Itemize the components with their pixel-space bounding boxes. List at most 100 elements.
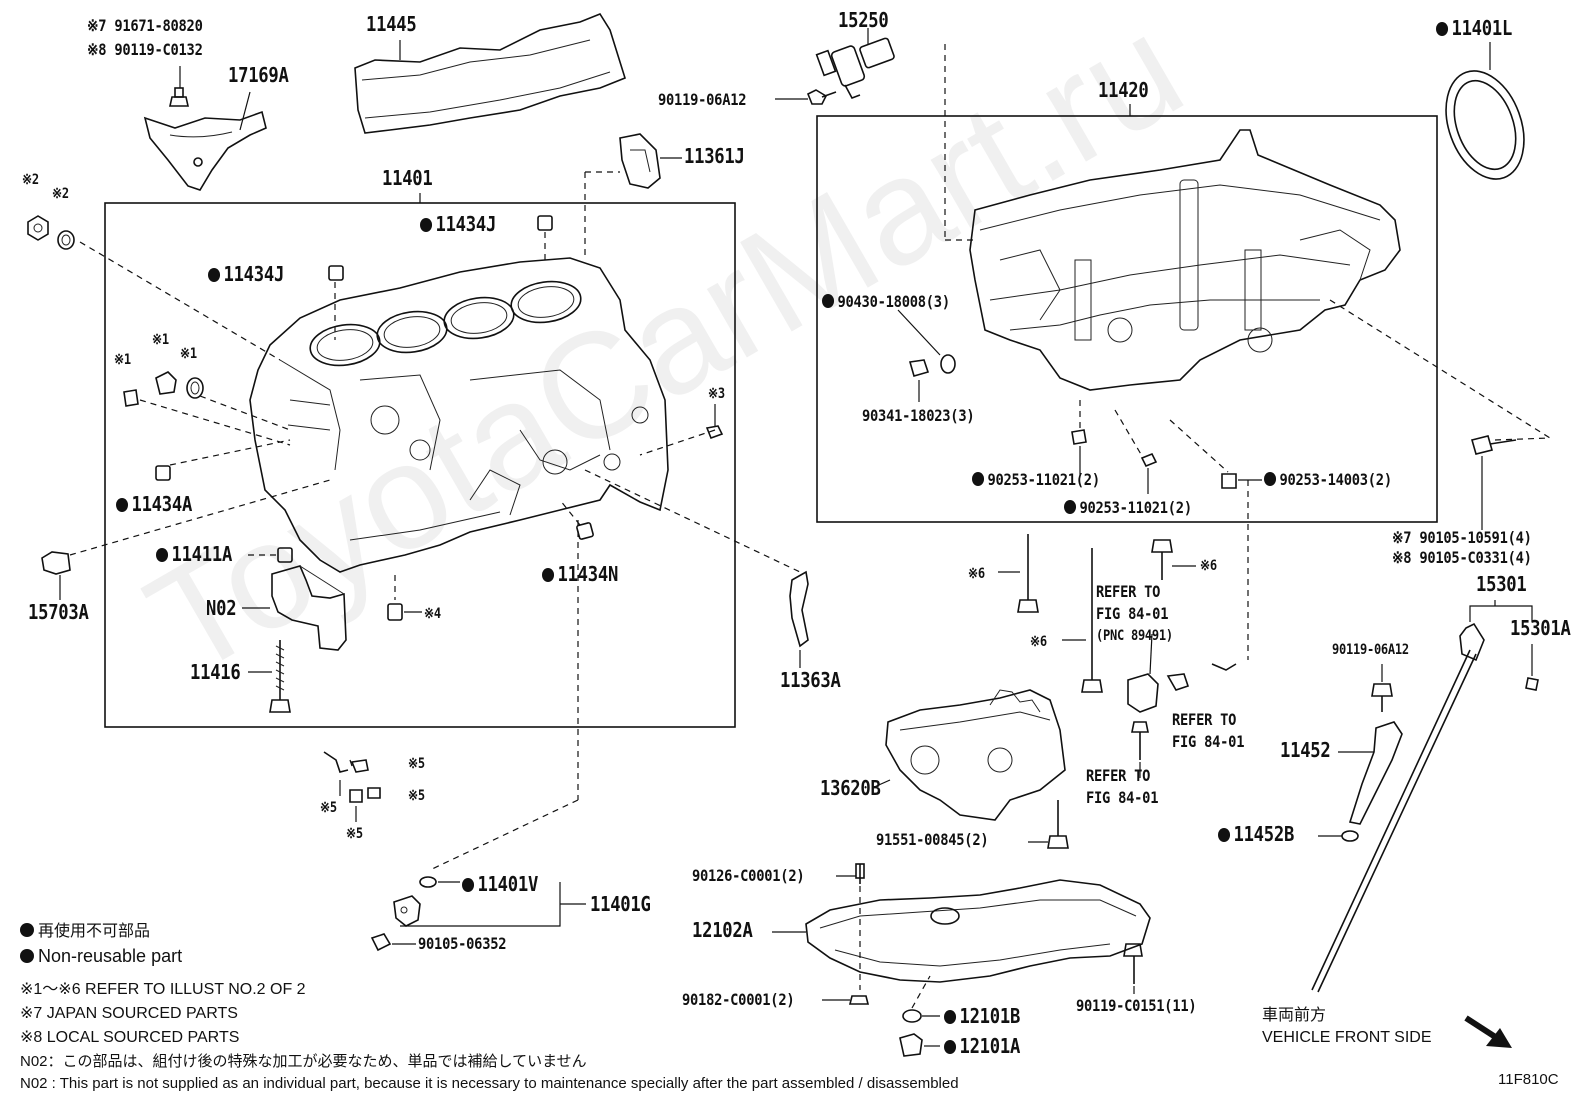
label-12101a: 12101A: [944, 1036, 1020, 1056]
pin-11434n: [576, 522, 594, 540]
pin-mark4: [387, 603, 422, 621]
pin-11434j-upper: [537, 215, 553, 231]
bolt-mark6-b: [1062, 548, 1103, 693]
label-90253-11021-b: 90253-11021(2): [1064, 498, 1192, 518]
plug-mark2-a: [27, 215, 49, 241]
gasket-mark1-c: [186, 377, 204, 399]
gasket-11401v: [419, 876, 460, 888]
label-90119-06a12-top: 90119-06A12: [658, 90, 747, 109]
pin-11434a: [155, 465, 171, 481]
bolt-90105-10591: [1471, 435, 1517, 530]
gasket-12101b: [902, 975, 940, 1023]
label-15703a: 15703A: [28, 600, 89, 624]
legend-nonreusable-jp: 再使用不可部品: [20, 922, 150, 942]
cover-11361j: [584, 133, 682, 260]
label-n02: N02: [206, 596, 237, 620]
non-reusable-dot-icon: [1436, 22, 1449, 36]
pin-11411a: [248, 547, 293, 563]
label-mark5-c: ※5: [320, 800, 337, 816]
label-11434j-upper: 11434J: [420, 214, 496, 234]
label-12101b: 12101B: [944, 1006, 1020, 1026]
label-refer1-line3: (PNC 89491): [1096, 628, 1173, 644]
gasket-90430: [897, 309, 956, 374]
label-11401l: 11401L: [1436, 18, 1512, 38]
hose-11363a: [789, 570, 809, 668]
label-11411a: 11411A: [156, 544, 232, 564]
bolt-90105-06352: [370, 933, 416, 952]
non-reusable-dot-icon: [542, 568, 555, 582]
label-mark4: ※4: [424, 606, 441, 622]
label-90253-14003: 90253-14003(2): [1264, 470, 1392, 490]
label-11363a: 11363A: [780, 668, 841, 692]
plug-15703a: [41, 551, 71, 600]
bolt-11416: [248, 640, 291, 713]
label-90119-06a12-right: 90119-06A12: [1332, 642, 1409, 658]
non-reusable-dot-icon: [1218, 828, 1231, 842]
label-11420: 11420: [1098, 78, 1149, 102]
non-reusable-dot-icon: [208, 268, 221, 282]
nut-90126: [836, 863, 865, 990]
cylinder-block-11401: [249, 257, 669, 573]
nut-90182: [822, 995, 870, 1005]
pin-11434j-lower: [328, 265, 344, 281]
stiffening-crankcase-group-box: [816, 115, 1438, 523]
oil-control-valve-15250: [815, 28, 895, 99]
label-90119-c0132: ※8 90119-C0132: [87, 40, 203, 59]
label-11401g: 11401G: [590, 892, 651, 916]
label-mark5-b: ※5: [408, 788, 425, 804]
label-mark6-b: ※6: [1200, 558, 1217, 574]
label-11452: 11452: [1280, 738, 1331, 762]
pin-90253-14003: [1169, 419, 1262, 489]
label-90182: 90182-C0001(2): [682, 990, 795, 1009]
non-reusable-dot-icon: [822, 294, 835, 308]
label-90126: 90126-C0001(2): [692, 866, 805, 885]
guide-11452: [1338, 721, 1403, 825]
stiffening-crankcase-11420: [969, 129, 1401, 391]
vehicle-front-arrow-icon: [1464, 1015, 1512, 1048]
bolt-mark6-c: [1151, 539, 1196, 580]
plug-90341: [908, 359, 930, 402]
label-11445: 11445: [366, 12, 417, 36]
bolt-91671: [169, 66, 189, 107]
plug-mark1-b: [155, 371, 177, 395]
label-mark1-b: ※1: [152, 332, 169, 348]
legend-n02-jp: N02：この部品は、組付け後の特殊な加工が必要なため、単品では補給していません: [20, 1053, 587, 1070]
label-refer3-line1: REFER TO: [1086, 766, 1151, 785]
non-reusable-dot-icon: [1064, 500, 1077, 514]
o-ring-11452b: [1318, 830, 1359, 842]
non-reusable-dot-icon: [1264, 472, 1277, 486]
label-15250: 15250: [838, 8, 889, 32]
label-90105-10591: ※7 90105-10591(4): [1392, 528, 1532, 547]
bracket-11401g: [393, 882, 586, 927]
non-reusable-dot-icon: [420, 218, 433, 232]
non-reusable-dot-icon: [20, 923, 34, 937]
label-mark1-a: ※1: [114, 352, 131, 368]
label-90105-c0331: ※8 90105-C0331(4): [1392, 548, 1532, 567]
non-reusable-dot-icon: [462, 878, 475, 892]
sensor-refer-84-01: [1127, 480, 1249, 713]
label-17169a: 17169A: [228, 63, 289, 87]
non-reusable-dot-icon: [20, 949, 34, 963]
label-mark5-d: ※5: [346, 826, 363, 842]
label-mark5-a: ※5: [408, 756, 425, 772]
label-refer2-line2: FIG 84-01: [1172, 732, 1245, 751]
bolt-90119-06a12-top: [775, 89, 837, 105]
label-11416: 11416: [190, 660, 241, 684]
legend-n02-en: N02 : This part is not supplied as an in…: [20, 1075, 959, 1092]
dipstick-15301: [1311, 600, 1533, 993]
clip-15301a: [1525, 644, 1539, 691]
label-mark2-b: ※2: [52, 186, 69, 202]
pin-mark3: [705, 404, 724, 440]
label-11434a: 11434A: [116, 494, 192, 514]
bolt-mark6-a: [998, 534, 1039, 613]
pin-mark1: [123, 389, 139, 407]
non-reusable-dot-icon: [944, 1010, 957, 1024]
label-90105-06352: 90105-06352: [418, 934, 507, 953]
label-11452b: 11452B: [1218, 824, 1294, 844]
bolt-90119-06a12-right: [1371, 664, 1393, 712]
label-91671: ※7 91671-80820: [87, 16, 203, 35]
vehicle-front-label-en: VEHICLE FRONT SIDE: [1262, 1029, 1432, 1046]
label-90253-11021-a: 90253-11021(2): [972, 470, 1100, 490]
